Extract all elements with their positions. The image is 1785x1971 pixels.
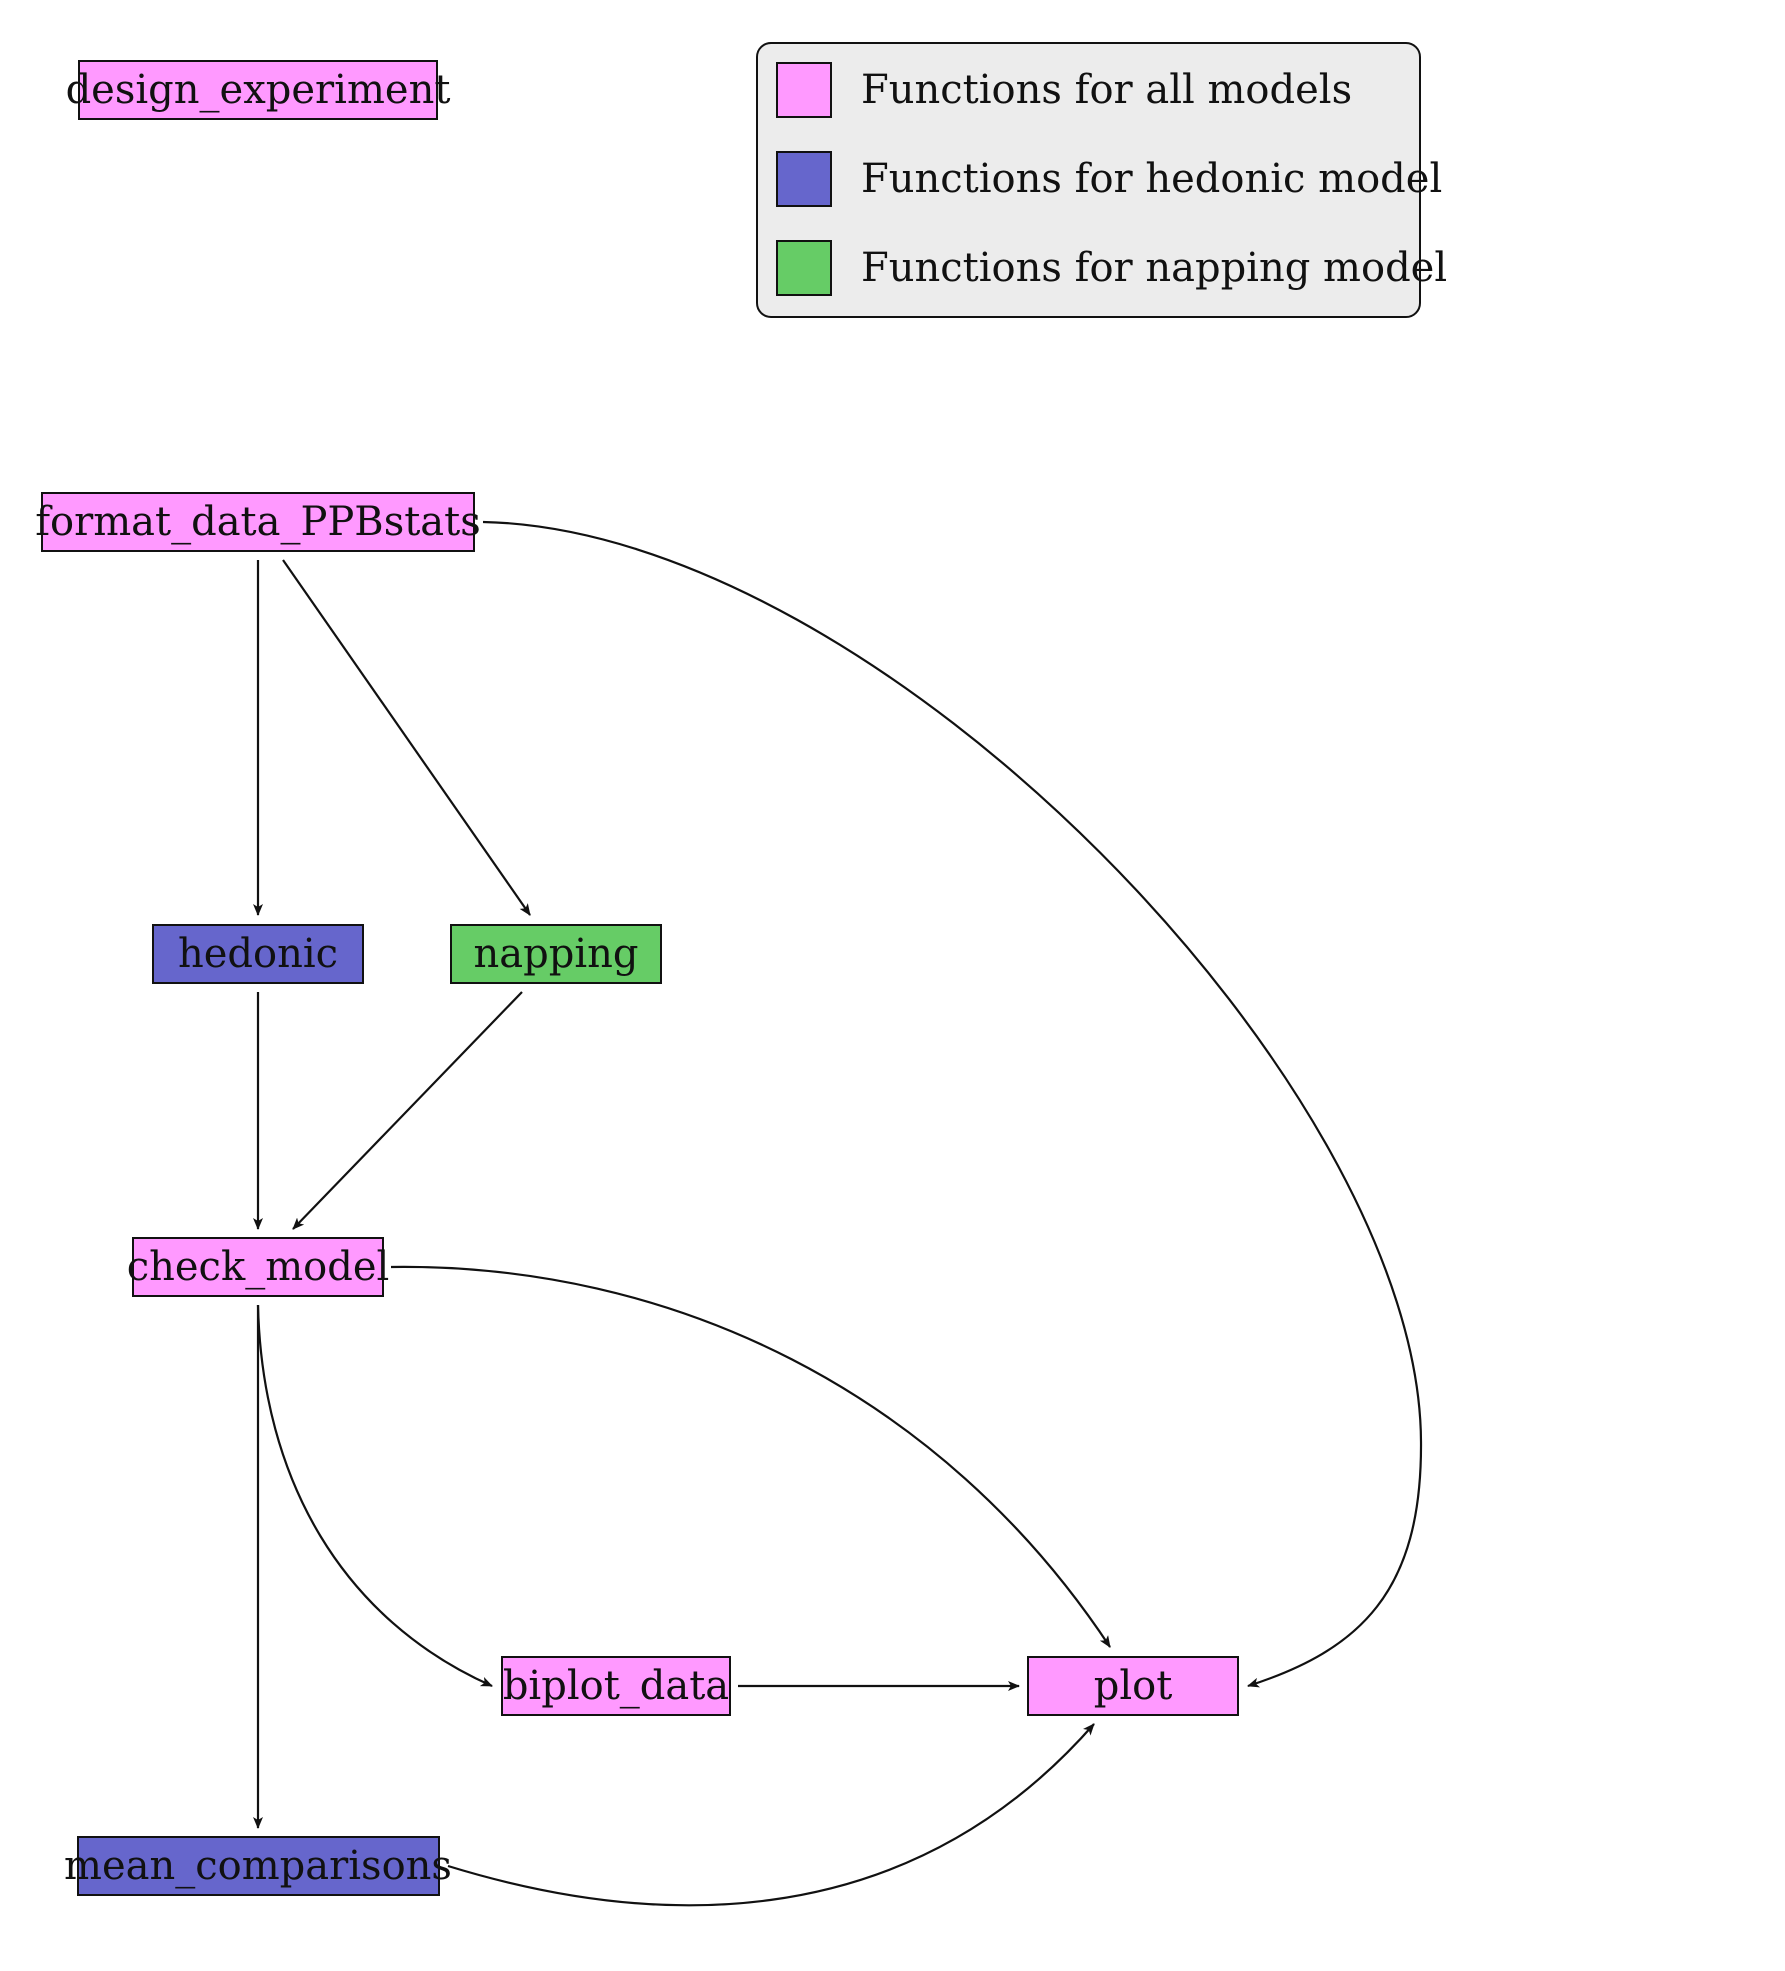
node-design-experiment-label: design_experiment [66, 67, 451, 113]
legend-label-all-models: Functions for all models [861, 67, 1352, 113]
node-design-experiment-box [78, 60, 438, 120]
edge-check-model-to-biplot-data [256, 1304, 493, 1688]
legend-swatch-all-models [776, 62, 832, 118]
node-format-data-ppbstats-box [41, 492, 475, 552]
edge-format-data-to-plot [482, 520, 1423, 1688]
node-napping-box [450, 924, 662, 984]
node-plot-box [1027, 1656, 1239, 1716]
legend-label-hedonic-model: Functions for hedonic model [861, 156, 1442, 202]
node-format-data-ppbstats-label: format_data_PPBstats [35, 499, 481, 545]
edge-mean-comparisons-to-plot [447, 1723, 1095, 1907]
node-hedonic-label: hedonic [178, 931, 338, 977]
node-napping[interactable]: napping [450, 924, 662, 984]
node-napping-label: napping [474, 931, 639, 977]
node-plot[interactable]: plot [1027, 1656, 1239, 1716]
nodes: design_experiment format_data_PPBstats h… [35, 60, 1239, 1896]
node-mean-comparisons[interactable]: mean_comparisons [64, 1836, 452, 1896]
node-mean-comparisons-box [77, 1836, 440, 1896]
node-check-model-label: check_model [127, 1244, 390, 1290]
edge-format-data-to-napping [282, 559, 531, 916]
edge-check-model-to-plot [390, 1265, 1111, 1648]
legend-label-napping-model: Functions for napping model [861, 245, 1447, 291]
legend: Functions for all models Functions for h… [756, 42, 1447, 318]
legend-swatch-napping-model [776, 240, 832, 296]
node-hedonic[interactable]: hedonic [152, 924, 364, 984]
legend-item-hedonic-model: Functions for hedonic model [776, 151, 1442, 207]
node-biplot-data-box [501, 1656, 731, 1716]
node-hedonic-box [152, 924, 364, 984]
edge-napping-to-check-model [292, 991, 523, 1230]
node-mean-comparisons-label: mean_comparisons [64, 1843, 452, 1889]
node-check-model[interactable]: check_model [127, 1237, 390, 1297]
node-design-experiment[interactable]: design_experiment [66, 60, 451, 120]
legend-swatch-hedonic-model [776, 151, 832, 207]
node-plot-label: plot [1094, 1663, 1173, 1709]
node-biplot-data-label: biplot_data [503, 1663, 729, 1709]
node-biplot-data[interactable]: biplot_data [501, 1656, 731, 1716]
edges [253, 520, 1423, 1907]
node-format-data-ppbstats[interactable]: format_data_PPBstats [35, 492, 481, 552]
node-check-model-box [132, 1237, 384, 1297]
legend-item-all-models: Functions for all models [776, 62, 1352, 118]
legend-background [756, 42, 1421, 318]
legend-item-napping-model: Functions for napping model [776, 240, 1447, 296]
